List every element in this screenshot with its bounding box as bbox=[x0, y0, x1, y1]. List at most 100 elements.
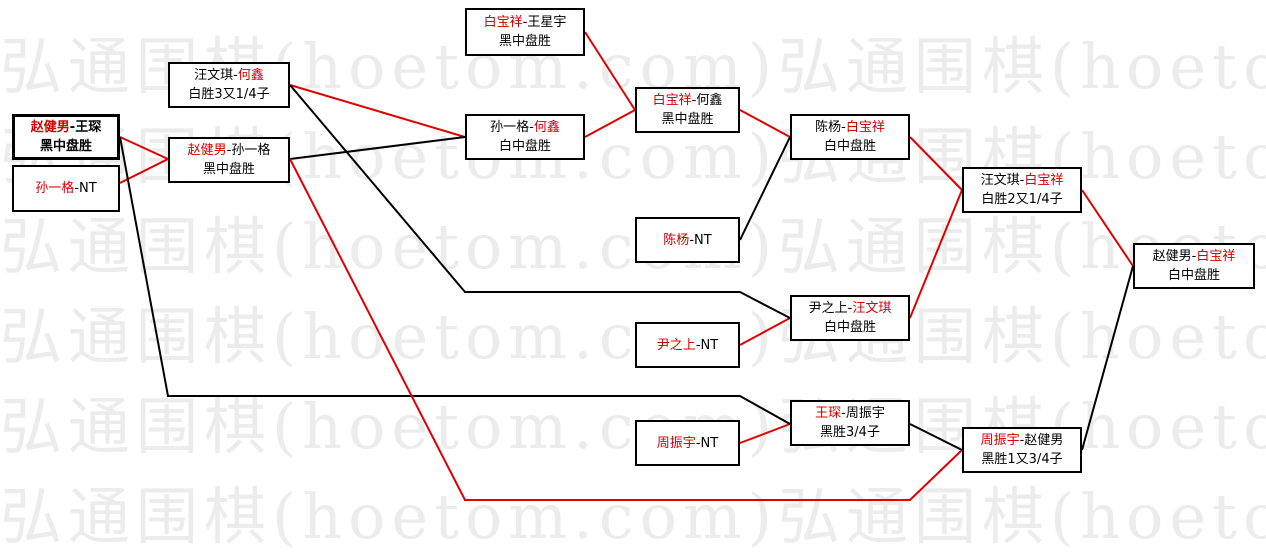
match-box: 陈杨-白宝祥 白中盘胜 bbox=[790, 114, 910, 160]
match-players: 周振宇-NT bbox=[657, 434, 718, 453]
connector bbox=[1081, 189, 1134, 267]
match-players: 孙一格-NT bbox=[35, 179, 96, 198]
match-players: 孙一格-何鑫 bbox=[490, 118, 560, 137]
match-result: 白中盘胜 bbox=[498, 139, 551, 154]
separator: - bbox=[522, 15, 528, 30]
match-result: 黑胜1又3/4子 bbox=[981, 452, 1063, 467]
match-players: 周振宇-赵健男 bbox=[981, 431, 1064, 450]
separator: - bbox=[691, 93, 697, 108]
player-2: 何鑫 bbox=[696, 93, 723, 108]
match-result: 白中盘胜 bbox=[823, 320, 876, 335]
player-2: NT bbox=[700, 435, 719, 451]
player-1: 赵健男 bbox=[1152, 249, 1192, 264]
player-1: 白宝祥 bbox=[652, 93, 692, 108]
match-box: 孙一格-NT bbox=[12, 165, 120, 212]
player-2: 何鑫 bbox=[533, 120, 560, 135]
match-players: 尹之上-汪文琪 bbox=[809, 299, 892, 318]
player-2: 何鑫 bbox=[237, 68, 264, 83]
match-box: 汪文琪-何鑫 白胜3又1/4子 bbox=[168, 62, 290, 108]
connector bbox=[584, 109, 636, 138]
player-2: 白宝祥 bbox=[845, 120, 885, 135]
match-box: 白宝祥-王星宇 黑中盘胜 bbox=[465, 8, 585, 56]
player-2: 王琛 bbox=[75, 120, 102, 135]
connector bbox=[909, 189, 963, 319]
connector bbox=[289, 158, 963, 501]
player-1: 陈杨 bbox=[663, 232, 690, 248]
match-players: 王琛-周振宇 bbox=[815, 404, 885, 423]
match-box: 尹之上-NT bbox=[635, 322, 740, 368]
match-players: 尹之上-NT bbox=[657, 336, 718, 355]
player-2: 王星宇 bbox=[527, 15, 567, 30]
player-1: 汪文琪 bbox=[980, 173, 1020, 188]
separator: - bbox=[1019, 173, 1025, 188]
player-1: 汪文琪 bbox=[194, 68, 234, 83]
match-box: 周振宇-NT bbox=[635, 420, 740, 466]
connector bbox=[584, 31, 636, 111]
connector bbox=[289, 84, 466, 138]
connector bbox=[739, 317, 791, 346]
match-result: 白中盘胜 bbox=[1167, 268, 1220, 283]
bracket-connectors bbox=[119, 31, 1134, 501]
separator: - bbox=[841, 120, 846, 135]
connector bbox=[119, 136, 169, 160]
player-1: 周振宇 bbox=[656, 435, 696, 451]
player-2: NT bbox=[694, 232, 712, 248]
separator: - bbox=[226, 143, 232, 158]
match-players: 汪文琪-白宝祥 bbox=[981, 171, 1064, 190]
player-1: 尹之上 bbox=[656, 337, 696, 353]
player-2: 汪文琪 bbox=[852, 301, 892, 316]
match-players: 赵健男-王琛 bbox=[31, 118, 101, 137]
separator: - bbox=[847, 301, 853, 316]
connector bbox=[909, 136, 963, 191]
separator: - bbox=[74, 181, 80, 196]
match-players: 陈杨-白宝祥 bbox=[815, 118, 885, 137]
match-players: 赵健男-孙一格 bbox=[188, 141, 271, 160]
match-result: 白中盘胜 bbox=[823, 139, 876, 154]
match-result: 黑中盘胜 bbox=[661, 112, 714, 127]
match-box: 白宝祥-何鑫 黑中盘胜 bbox=[635, 87, 740, 133]
match-box: 赵健男-王琛 黑中盘胜 bbox=[12, 114, 120, 160]
connector bbox=[289, 84, 791, 319]
player-1: 白宝祥 bbox=[483, 15, 523, 30]
player-1: 王琛 bbox=[815, 406, 842, 421]
player-2: NT bbox=[700, 337, 719, 353]
player-2: 赵健男 bbox=[1024, 433, 1064, 448]
match-box: 赵健男-孙一格 黑中盘胜 bbox=[168, 137, 290, 183]
player-2: NT bbox=[79, 181, 97, 196]
separator: - bbox=[69, 120, 76, 135]
separator: - bbox=[529, 120, 534, 135]
match-result: 黑中盘胜 bbox=[202, 162, 255, 177]
connector bbox=[1081, 265, 1134, 451]
match-box: 尹之上-汪文琪 白中盘胜 bbox=[790, 295, 910, 341]
match-result: 黑胜3/4子 bbox=[820, 425, 880, 440]
separator: - bbox=[233, 68, 238, 83]
separator: - bbox=[695, 337, 701, 353]
connector bbox=[739, 109, 791, 138]
match-players: 白宝祥-王星宇 bbox=[484, 13, 567, 32]
connector bbox=[739, 423, 791, 444]
match-result: 黑中盘胜 bbox=[39, 139, 92, 154]
player-2: 白宝祥 bbox=[1196, 249, 1236, 264]
match-players: 赵健男-白宝祥 bbox=[1153, 247, 1236, 266]
match-box: 陈杨-NT bbox=[635, 217, 740, 263]
match-players: 汪文琪-何鑫 bbox=[194, 66, 264, 85]
player-1: 陈杨 bbox=[815, 120, 842, 135]
match-box: 赵健男-白宝祥 白中盘胜 bbox=[1133, 243, 1255, 289]
connector bbox=[289, 136, 466, 160]
match-box: 王琛-周振宇 黑胜3/4子 bbox=[790, 400, 910, 446]
player-1: 周振宇 bbox=[980, 433, 1020, 448]
connector bbox=[739, 136, 791, 241]
match-box: 周振宇-赵健男 黑胜1又3/4子 bbox=[962, 427, 1082, 473]
connector bbox=[909, 423, 963, 451]
player-2: 白宝祥 bbox=[1024, 173, 1064, 188]
match-box: 孙一格-何鑫 白中盘胜 bbox=[465, 114, 585, 160]
separator: - bbox=[1191, 249, 1197, 264]
player-2: 孙一格 bbox=[231, 143, 271, 158]
player-1: 赵健男 bbox=[187, 143, 227, 158]
match-players: 陈杨-NT bbox=[663, 231, 711, 250]
separator: - bbox=[1019, 433, 1025, 448]
player-1: 孙一格 bbox=[35, 181, 75, 196]
match-box: 汪文琪-白宝祥 白胜2又1/4子 bbox=[962, 167, 1082, 213]
match-result: 白胜2又1/4子 bbox=[981, 192, 1063, 207]
match-result: 黑中盘胜 bbox=[498, 34, 551, 49]
